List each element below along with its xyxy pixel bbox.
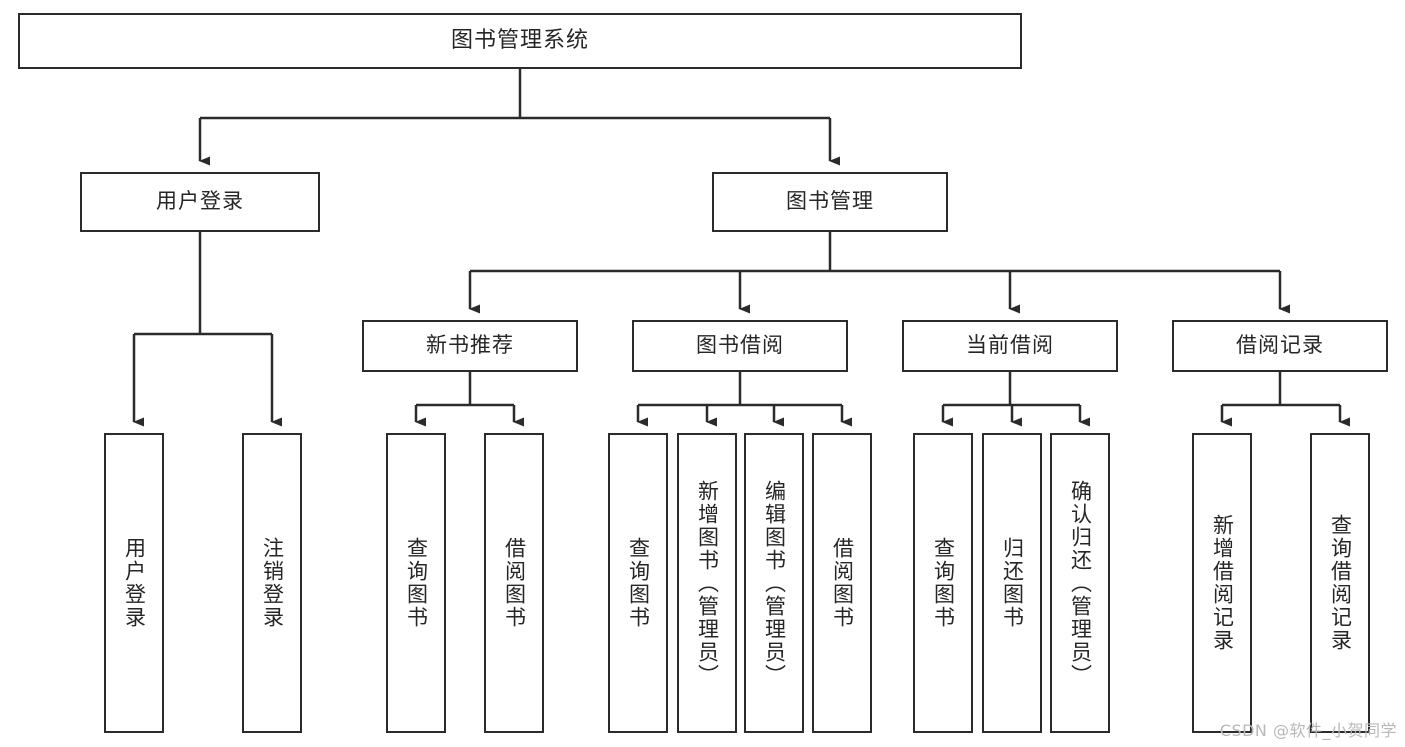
node-leaf-user-login[interactable]: 用户登录 — [104, 433, 164, 733]
node-leaf-cur-query-book[interactable]: 查询图书 — [913, 433, 973, 733]
node-current-borrow-label: 当前借阅 — [966, 333, 1054, 358]
node-book-manage[interactable]: 图书管理 — [712, 172, 948, 232]
node-book-borrow-label: 图书借阅 — [696, 333, 784, 358]
node-leaf-logout-label: 注销登录 — [260, 537, 285, 629]
node-leaf-rec-query-book[interactable]: 查询图书 — [386, 433, 446, 733]
node-leaf-add-borrow-record[interactable]: 新增借阅记录 — [1192, 433, 1252, 733]
node-leaf-rec-query-book-label: 查询图书 — [404, 537, 429, 629]
node-root[interactable]: 图书管理系统 — [18, 13, 1022, 69]
node-leaf-user-login-label: 用户登录 — [122, 537, 147, 629]
node-current-borrow[interactable]: 当前借阅 — [902, 320, 1118, 372]
node-leaf-rec-borrow-book[interactable]: 借阅图书 — [484, 433, 544, 733]
node-leaf-add-borrow-record-label: 新增借阅记录 — [1210, 514, 1235, 652]
node-leaf-edit-book-admin[interactable]: 编辑图书（管理员） — [744, 433, 804, 733]
node-leaf-cur-query-book-label: 查询图书 — [931, 537, 956, 629]
node-leaf-add-book-admin-label: 新增图书（管理员） — [695, 479, 720, 687]
node-leaf-edit-book-admin-label: 编辑图书（管理员） — [762, 479, 787, 687]
node-book-borrow[interactable]: 图书借阅 — [632, 320, 848, 372]
node-leaf-logout[interactable]: 注销登录 — [242, 433, 302, 733]
node-user-login-label: 用户登录 — [156, 189, 244, 214]
node-new-book-rec[interactable]: 新书推荐 — [362, 320, 578, 372]
node-leaf-query-borrow-record[interactable]: 查询借阅记录 — [1310, 433, 1370, 733]
node-leaf-add-book-admin[interactable]: 新增图书（管理员） — [677, 433, 737, 733]
node-leaf-confirm-return-admin-label: 确认归还（管理员） — [1068, 479, 1093, 687]
node-leaf-query-borrow-record-label: 查询借阅记录 — [1328, 514, 1353, 652]
node-borrow-record-label: 借阅记录 — [1236, 333, 1324, 358]
node-borrow-record[interactable]: 借阅记录 — [1172, 320, 1388, 372]
node-root-label: 图书管理系统 — [450, 27, 589, 53]
node-leaf-borrow-book-label: 借阅图书 — [830, 537, 855, 629]
node-user-login[interactable]: 用户登录 — [80, 172, 320, 232]
watermark-text: CSDN @软件_小贺同学 — [1219, 721, 1397, 740]
node-leaf-borrow-query-book[interactable]: 查询图书 — [608, 433, 668, 733]
node-leaf-return-book-label: 归还图书 — [1000, 537, 1025, 629]
node-leaf-return-book[interactable]: 归还图书 — [982, 433, 1042, 733]
node-book-manage-label: 图书管理 — [786, 189, 874, 214]
node-new-book-rec-label: 新书推荐 — [426, 333, 514, 358]
node-leaf-borrow-query-book-label: 查询图书 — [626, 537, 651, 629]
node-leaf-rec-borrow-book-label: 借阅图书 — [502, 537, 527, 629]
node-leaf-borrow-book[interactable]: 借阅图书 — [812, 433, 872, 733]
node-leaf-confirm-return-admin[interactable]: 确认归还（管理员） — [1050, 433, 1110, 733]
